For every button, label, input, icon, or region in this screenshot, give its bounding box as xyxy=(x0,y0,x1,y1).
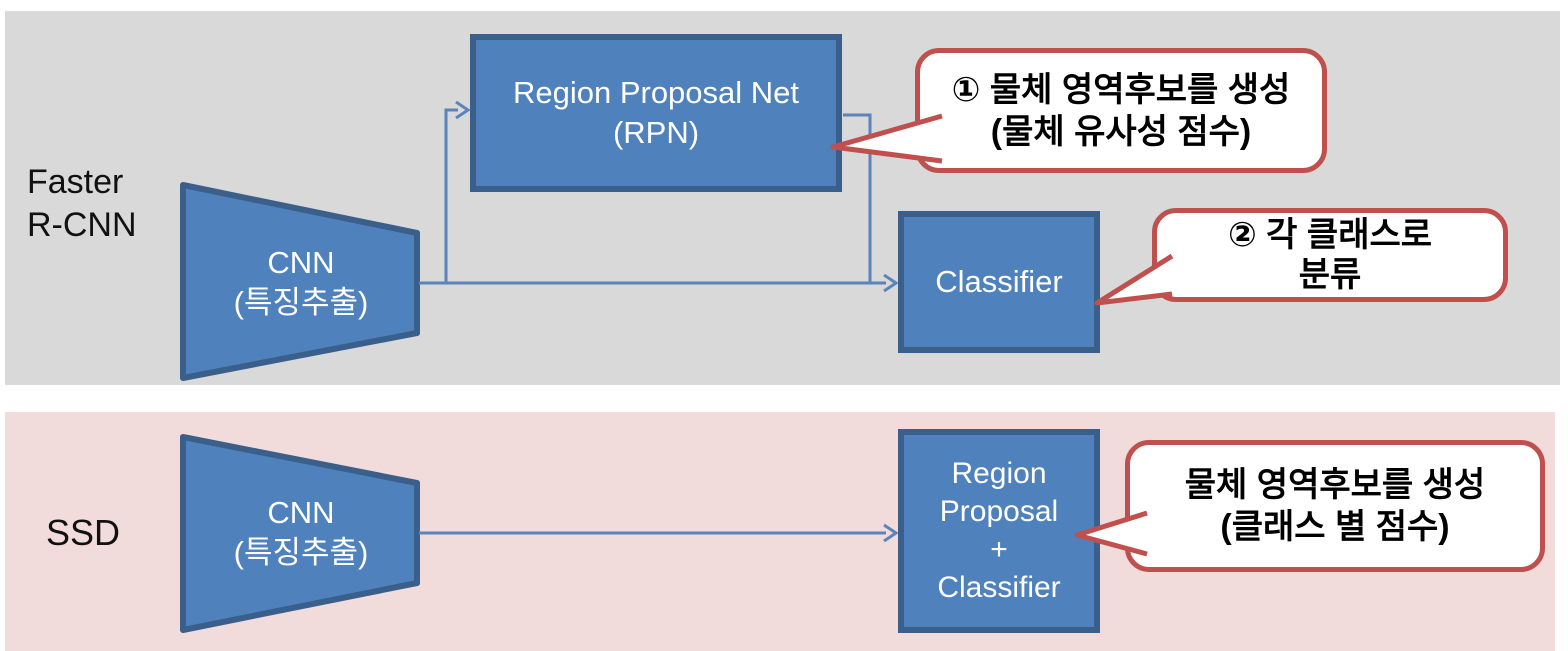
rpc-line: Classifier xyxy=(937,571,1061,604)
arrowhead-rpc xyxy=(883,523,899,543)
cnn-trapezoid-faster-rcnn xyxy=(180,182,420,381)
connector-cnn-to-rpn xyxy=(444,108,458,283)
cnn-trapezoid-ssd xyxy=(180,434,420,633)
cnn-title: CNN xyxy=(267,495,335,530)
callout-rpn: ① 물체 영역후보를 생성 (물체 유사성 점수) xyxy=(915,48,1327,173)
region-proposal-classifier-node: Region Proposal + Classifier xyxy=(898,429,1100,633)
rpc-line: Region xyxy=(951,457,1047,490)
rpc-line: Proposal xyxy=(939,495,1059,528)
classifier-node: Classifier xyxy=(898,211,1100,353)
rpn-title: Region Proposal Net xyxy=(512,75,800,110)
callout-line: (클래스 별 점수) xyxy=(1220,508,1450,546)
callout-line: 물체 영역후보를 생성 xyxy=(1184,466,1486,504)
callout-rpc: 물체 영역후보를 생성 (클래스 별 점수) xyxy=(1125,440,1545,572)
section-label-faster-rcnn: Faster R-CNN xyxy=(27,161,137,247)
classifier-title: Classifier xyxy=(935,264,1063,299)
cnn-node-label-faster-rcnn: CNN (특징추출) xyxy=(185,243,417,323)
callout-line: 분류 xyxy=(1298,256,1362,294)
section-label-line: Faster xyxy=(27,163,124,201)
callout-line: ① 물체 영역후보를 생성 xyxy=(951,70,1291,109)
connector-rpn-to-classifier xyxy=(843,113,872,283)
cnn-subtitle: (특징추출) xyxy=(233,285,369,320)
section-label-ssd: SSD xyxy=(46,511,120,554)
section-label-line: SSD xyxy=(46,512,121,553)
callout-line: (물체 유사성 점수) xyxy=(990,112,1252,151)
rpn-node: Region Proposal Net (RPN) xyxy=(470,34,842,192)
arrowhead-rpn xyxy=(455,100,471,120)
callout-line: ② 각 클래스로 xyxy=(1227,216,1433,254)
callout-classifier: ② 각 클래스로 분류 xyxy=(1152,208,1508,302)
rpc-line: + xyxy=(990,533,1008,566)
cnn-node-label-ssd: CNN (특징추출) xyxy=(185,493,417,573)
section-label-line: R-CNN xyxy=(27,206,137,244)
rpn-subtitle: (RPN) xyxy=(612,115,700,150)
cnn-title: CNN xyxy=(267,245,335,280)
arrowhead-classifier xyxy=(883,273,899,293)
cnn-subtitle: (특징추출) xyxy=(233,535,369,570)
